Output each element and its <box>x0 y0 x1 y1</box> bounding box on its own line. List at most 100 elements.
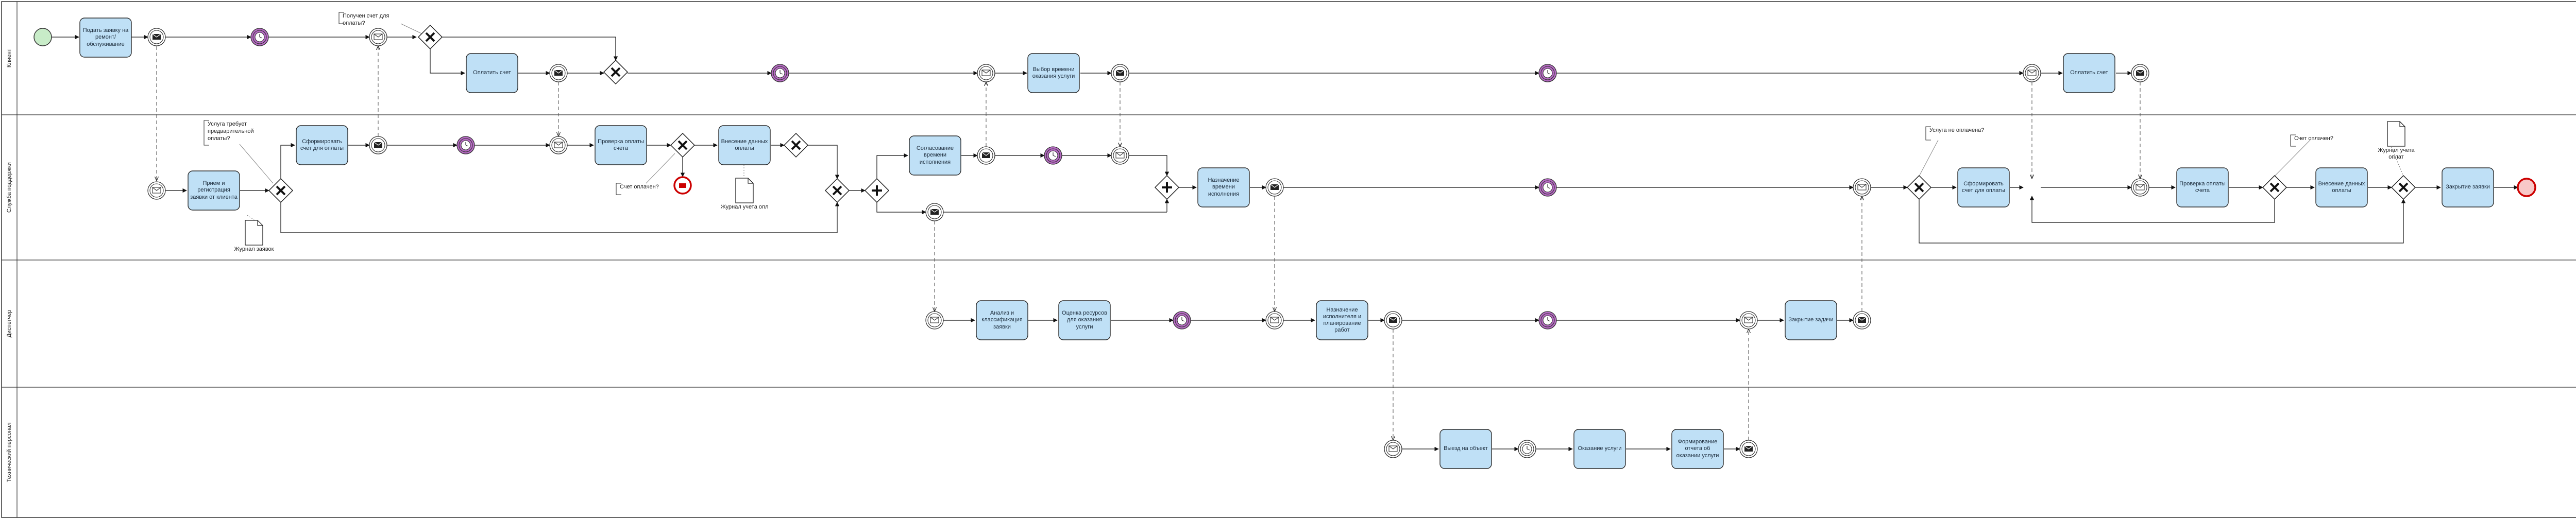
task-t13[interactable]: Внесение данных оплаты <box>2315 167 2368 207</box>
task-label: Оказание услуги <box>1578 445 1622 452</box>
exclusive-gateway-icon <box>783 132 809 158</box>
annotation-text: Счет оплачен? <box>620 184 659 190</box>
task-label: Выбор времени оказания услуги <box>1032 66 1075 79</box>
task-t4[interactable]: Оплатить счет <box>2063 53 2115 93</box>
task-t7[interactable]: Проверка оплаты счета <box>595 125 647 165</box>
exclusive-gateway-icon <box>1906 175 1932 200</box>
task-label: Проверка оплаты счета <box>598 138 644 151</box>
timer-event-icon <box>1173 311 1191 330</box>
task-t14[interactable]: Закрытие заявки <box>2442 167 2494 207</box>
text-annotation: Услуга не оплачена? <box>1925 126 1985 141</box>
parallel-gateway-icon <box>1154 175 1180 200</box>
timer-event-icon <box>456 136 475 154</box>
task-t11[interactable]: Сформировать счет для оплаты <box>1957 167 2010 207</box>
timer-event-icon <box>1518 440 1536 458</box>
message-event-icon <box>925 311 944 330</box>
task-label: Назначение исполнителя и планирование ра… <box>1323 306 1362 334</box>
task-label: Проверка оплаты счета <box>2179 180 2226 194</box>
annotation-text: Услуга требует предварительной оплаты? <box>208 121 254 142</box>
lane-label-dispatch: Диспетчер <box>6 310 12 338</box>
task-t19[interactable]: Выезд на объект <box>1439 429 1492 469</box>
task-t21[interactable]: Формирование отчета об оказании услуги <box>1671 429 1724 469</box>
end-event-icon <box>2517 178 2536 197</box>
annotation-connectors <box>239 23 2311 184</box>
task-label: Внесение данных оплаты <box>721 138 768 151</box>
task-label: Закрытие заявки <box>2446 184 2490 191</box>
task-label: Назначение времени исполнения <box>1208 177 1240 197</box>
task-t16[interactable]: Оценка ресурсов для оказания услуги <box>1058 300 1111 340</box>
task-label: Выезд на объект <box>1444 445 1488 452</box>
task-t9[interactable]: Согласование времени исполнения <box>909 135 961 176</box>
task-t10[interactable]: Назначение времени исполнения <box>1197 167 1250 207</box>
message-event-icon <box>147 28 166 46</box>
task-label: Сформировать счет для оплаты <box>300 138 344 151</box>
timer-event-icon <box>771 64 789 82</box>
task-t17[interactable]: Назначение исполнителя и планирование ра… <box>1316 300 1368 340</box>
task-t5[interactable]: Прием и регистрация заявки от клиента <box>188 170 240 211</box>
data-object-label: Журнал учета оплат <box>2378 147 2415 161</box>
message-event-icon <box>977 146 995 165</box>
sequence-flows <box>52 34 2518 452</box>
task-t20[interactable]: Оказание услуги <box>1573 429 1626 469</box>
message-event-icon <box>147 181 166 200</box>
exclusive-gateway-icon <box>2391 175 2416 200</box>
task-label: Подать заявку на ремонт/обслуживание <box>82 27 129 47</box>
task-t1[interactable]: Подать заявку на ремонт/обслуживание <box>79 18 132 58</box>
exclusive-gateway-icon <box>268 178 294 203</box>
message-event-icon <box>1853 311 1871 330</box>
text-annotation: Получен счет для оплаты? <box>338 12 389 26</box>
text-annotation: Счет оплачен? <box>2290 134 2333 147</box>
message-event-icon <box>977 64 995 82</box>
task-t12[interactable]: Проверка оплаты счета <box>2176 167 2229 207</box>
task-t8[interactable]: Внесение данных оплаты <box>718 125 771 165</box>
task-label: Оплатить счет <box>473 70 511 76</box>
message-event-icon <box>1739 440 1758 458</box>
task-label: Формирование отчета об оказании услуги <box>1676 439 1719 459</box>
lane-label-service: Служба поддержки <box>6 162 12 213</box>
task-label: Оценка ресурсов для оказания услуги <box>1062 310 1107 330</box>
timer-event-icon <box>1538 311 1557 330</box>
text-annotation: Услуга требует предварительной оплаты? <box>204 120 254 146</box>
data-object-label: Журнал учета опл <box>720 204 769 210</box>
task-label: Анализ и классификация заявки <box>981 310 1023 330</box>
text-annotation: Счет оплачен? <box>616 183 659 195</box>
message-event-icon <box>1111 146 1129 165</box>
task-t6[interactable]: Сформировать счет для оплаты <box>296 125 348 165</box>
message-event-icon <box>1739 311 1758 330</box>
lane-label-tech: Технический персонал <box>6 423 12 482</box>
data-object-label: Журнал заявок <box>234 246 274 252</box>
timer-event-icon <box>250 28 269 46</box>
task-label: Согласование времени исполнения <box>916 145 954 165</box>
timer-event-icon <box>1044 146 1062 165</box>
message-event-icon <box>1265 178 1284 197</box>
exclusive-gateway-icon <box>824 178 850 203</box>
parallel-gateway-icon <box>864 178 890 203</box>
message-event-icon <box>2131 178 2149 197</box>
data-object-icon: Журнал учета опл <box>720 178 769 210</box>
exclusive-gateway-icon <box>603 59 629 85</box>
message-event-icon <box>2023 64 2041 82</box>
message-event-icon <box>2131 64 2149 82</box>
start-event-icon <box>33 28 52 46</box>
task-t2[interactable]: Оплатить счет <box>466 53 518 93</box>
message-event-icon <box>369 136 387 154</box>
message-event-icon <box>1265 311 1284 330</box>
exclusive-gateway-icon <box>417 24 443 50</box>
lane-label-client: Клиент <box>6 49 12 67</box>
task-label: Сформировать счет для оплаты <box>1961 180 2006 194</box>
message-event-icon <box>1384 311 1402 330</box>
annotation-text: Услуга не оплачена? <box>1929 127 1985 133</box>
task-label: Закрытие задачи <box>1788 317 1834 323</box>
message-event-icon <box>1111 64 1129 82</box>
task-label: Прием и регистрация заявки от клиента <box>190 180 238 200</box>
message-event-icon <box>549 64 568 82</box>
task-t3[interactable]: Выбор времени оказания услуги <box>1027 53 1080 93</box>
end-event-icon <box>673 176 692 195</box>
message-event-icon <box>925 203 944 221</box>
data-object-icon: Журнал заявок <box>234 220 274 252</box>
task-t15[interactable]: Анализ и классификация заявки <box>976 300 1028 340</box>
message-flows <box>157 46 2140 440</box>
task-t18[interactable]: Закрытие задачи <box>1785 300 1837 340</box>
task-label: Внесение данных оплаты <box>2318 180 2365 194</box>
